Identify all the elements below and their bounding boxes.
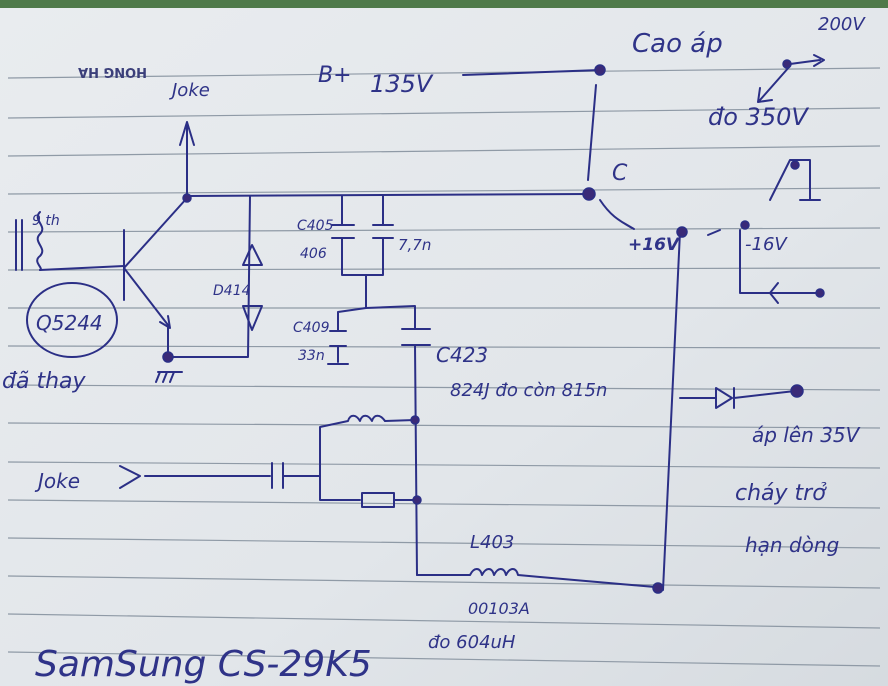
diode-d414-label: D414 bbox=[213, 283, 251, 299]
plus-16v-label: +16V bbox=[628, 235, 681, 255]
burnt-resistor-note: cháy trở bbox=[735, 481, 827, 506]
l403-label: L403 bbox=[470, 532, 514, 553]
c423-label: C423 bbox=[436, 343, 488, 367]
minus-16v-label: -16V bbox=[745, 234, 788, 255]
cao-ap-label: Cao áp bbox=[632, 29, 723, 59]
b-plus-label: B+ bbox=[318, 63, 352, 88]
c406-label: 406 bbox=[300, 246, 327, 262]
c405-label: C405 bbox=[297, 218, 334, 234]
measured-350v-label: đo 350V bbox=[708, 103, 809, 131]
inductor-9th-label: 9 th bbox=[32, 213, 60, 229]
c409-value-label: 33n bbox=[298, 348, 325, 364]
handwritten-labels: Joke B+ 135V Cao áp 200V đo 350V C +16V … bbox=[2, 14, 866, 685]
current-limit-note: hạn dòng bbox=[745, 533, 839, 557]
c405-value-label: 7,7n bbox=[398, 236, 431, 254]
voltage-rise-note: áp lên 35V bbox=[752, 423, 861, 447]
circuit-wires bbox=[15, 54, 825, 591]
l403-measurement: đo 604uH bbox=[428, 632, 516, 653]
c-label: C bbox=[612, 161, 628, 186]
replaced-note: đã thay bbox=[2, 369, 86, 394]
c409-label: C409 bbox=[293, 320, 330, 336]
junction-dots bbox=[162, 59, 825, 594]
voltage-135v-label: 135V bbox=[370, 70, 434, 98]
l403-part-number: 00103A bbox=[468, 599, 530, 618]
yoke-top-label: Joke bbox=[169, 80, 210, 101]
voltage-200v-label: 200V bbox=[818, 14, 866, 35]
tv-model-title: SamSung CS-29K5 bbox=[35, 644, 372, 685]
c423-measurement-note: 824J đo còn 815n bbox=[450, 380, 607, 401]
yoke-left-label: Joke bbox=[34, 469, 80, 493]
transistor-q5244-label: Q5244 bbox=[36, 311, 103, 335]
notebook-brand-logo: HONG HA bbox=[78, 64, 147, 79]
